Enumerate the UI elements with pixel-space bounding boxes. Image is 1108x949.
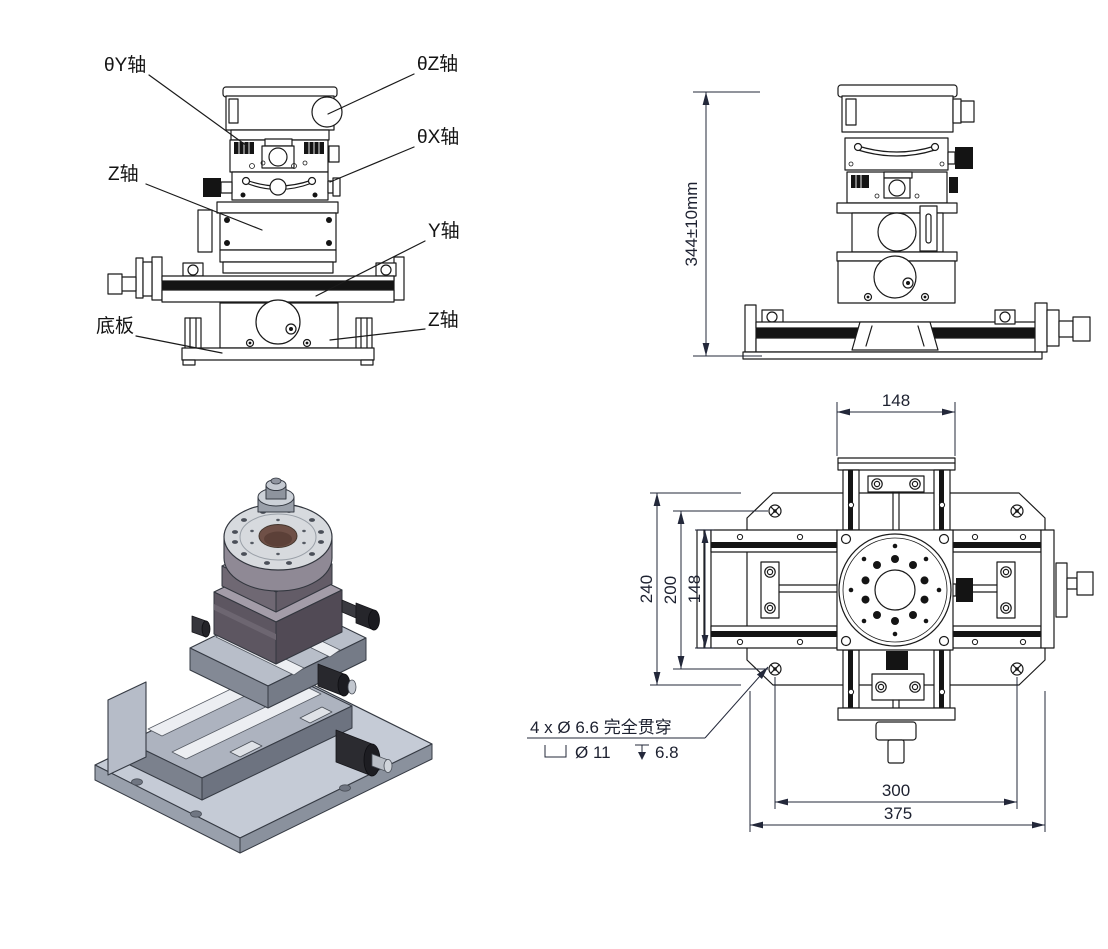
hole-note-cbore-dia: Ø 11 bbox=[575, 743, 611, 762]
y-rail-handle-flange bbox=[875, 721, 917, 741]
side-height-dimension: 344±10mm bbox=[682, 91, 762, 357]
front-labels: θY轴 θZ轴 θX轴 Z轴 Y轴 底板 Z轴 bbox=[96, 53, 460, 354]
y-rail-top-seg bbox=[837, 457, 956, 531]
label-thetay-axis: θY轴 bbox=[104, 54, 146, 76]
label-y-axis: Y轴 bbox=[428, 220, 460, 242]
dim-stage-width: 148 bbox=[882, 391, 910, 410]
side-rail-carriage bbox=[851, 321, 939, 351]
side-base-strip bbox=[742, 351, 1043, 360]
hole-note-line1: 4 x Ø 6.6 完全贯穿 bbox=[530, 718, 672, 737]
front-view: θY轴 θZ轴 θX轴 Z轴 Y轴 底板 Z轴 bbox=[96, 53, 460, 366]
iso-mount-hole bbox=[339, 784, 351, 792]
thetax-right-knob bbox=[332, 177, 341, 197]
dim-bolt-pitch-h: 300 bbox=[882, 781, 910, 800]
x-rail-motor-knob bbox=[956, 578, 973, 602]
hole-note-cbore-depth: 6.8 bbox=[655, 743, 679, 762]
dim-rail-width: 148 bbox=[685, 575, 704, 603]
y-rail-handle-knob bbox=[887, 739, 905, 764]
x-rail-handle-knob bbox=[1076, 571, 1094, 596]
leader-y-axis bbox=[315, 240, 426, 297]
hole-callout: 4 x Ø 6.6 完全贯穿 Ø 11 6.8 bbox=[527, 666, 769, 762]
leader-z-axis bbox=[145, 183, 263, 231]
iso-view bbox=[94, 477, 433, 854]
leader-baseplate bbox=[135, 335, 223, 354]
y-rail-motor-knob bbox=[886, 651, 908, 670]
corner-screw-hole bbox=[1010, 662, 1024, 676]
iso-bolt-holes bbox=[232, 509, 324, 565]
side-handle-knob bbox=[1072, 316, 1091, 342]
y-rail-handle-knob bbox=[107, 273, 123, 295]
dim-overall-height: 344±10mm bbox=[682, 182, 701, 267]
leader-thetax bbox=[329, 146, 415, 183]
side-view: 344±10mm bbox=[682, 84, 1091, 360]
corner-screw-hole bbox=[1010, 504, 1024, 518]
y-rail-top bbox=[161, 275, 395, 282]
y-rail-bottom-seg bbox=[837, 649, 956, 764]
leader-thetaz bbox=[327, 73, 415, 115]
label-thetaz-axis: θZ轴 bbox=[417, 53, 458, 75]
rotary-center-hole bbox=[874, 569, 916, 611]
side-top-knob bbox=[960, 100, 975, 123]
base-plate bbox=[181, 347, 375, 361]
iso-y-end-plate bbox=[107, 681, 147, 776]
iso-mount-hole bbox=[190, 810, 202, 818]
top-view: 148 240 200 148 300 375 4 x Ø 6.6 完全贯穿 Ø… bbox=[527, 391, 1094, 832]
label-bottom-z-axis: Z轴 bbox=[428, 309, 459, 331]
label-z-axis: Z轴 bbox=[108, 163, 139, 185]
rotary-stage bbox=[836, 529, 954, 651]
x-rail-right bbox=[948, 529, 1094, 649]
corner-screw-hole bbox=[768, 662, 782, 676]
thetax-left-knob bbox=[203, 178, 221, 197]
top-view-dimensions: 148 240 200 148 300 375 bbox=[637, 391, 1046, 832]
iso-y-rail bbox=[171, 686, 322, 760]
leader-bottom-z-axis bbox=[329, 328, 426, 341]
side-thetax-body bbox=[844, 137, 949, 171]
counterbore-icon bbox=[544, 745, 567, 758]
side-machine-outline bbox=[742, 84, 1091, 360]
corner-screw-hole bbox=[768, 504, 782, 518]
side-thetax-knob bbox=[955, 147, 973, 169]
label-thetax-axis: θX轴 bbox=[417, 126, 459, 148]
depth-icon bbox=[635, 744, 649, 760]
y-rail-stripe bbox=[162, 281, 394, 290]
side-thetaz-body bbox=[841, 95, 954, 133]
thetay-side-knob bbox=[328, 145, 340, 163]
dim-plate-width: 375 bbox=[884, 804, 912, 823]
z-stage-body bbox=[219, 212, 337, 251]
z-stage-left-tab bbox=[197, 209, 213, 253]
leader-thetay bbox=[148, 74, 248, 147]
dim-plate-depth: 240 bbox=[637, 575, 656, 603]
iso-adjust-knobs bbox=[191, 599, 393, 777]
iso-mount-hole bbox=[131, 778, 143, 786]
thetaz-knob-circle bbox=[311, 96, 343, 128]
front-machine-outline bbox=[107, 86, 405, 366]
label-baseplate: 底板 bbox=[96, 315, 134, 337]
dim-bolt-pitch-v: 200 bbox=[661, 576, 680, 604]
